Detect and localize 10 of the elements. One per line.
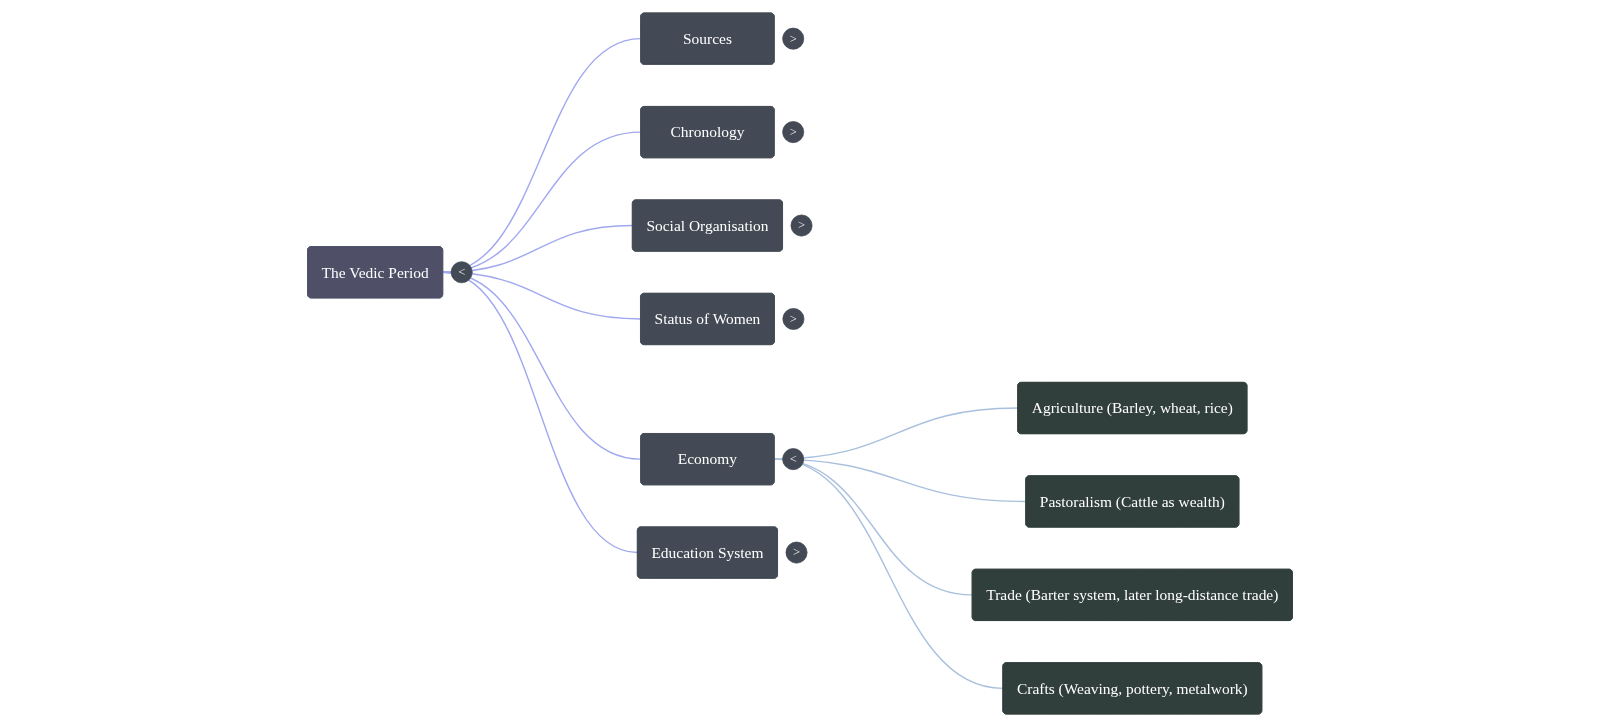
node-label: > xyxy=(789,124,797,139)
connector xyxy=(773,458,1004,690)
connector xyxy=(442,271,639,554)
node-label: > xyxy=(789,311,797,326)
node-label: < xyxy=(458,264,466,279)
node-label: > xyxy=(792,545,801,560)
connector xyxy=(773,458,1027,503)
node-label: > xyxy=(789,31,797,46)
node-label: < xyxy=(789,451,797,466)
node-label: > xyxy=(797,218,806,233)
